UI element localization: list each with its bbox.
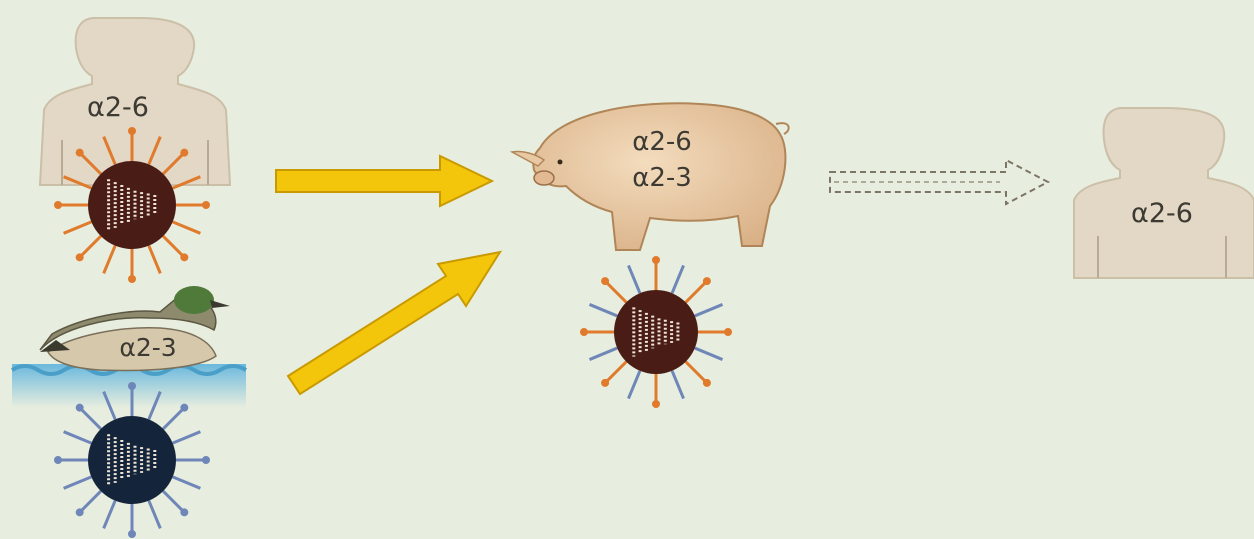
human-source-receptor-label: α2-6 (87, 92, 149, 123)
arrow-duck-to-pig (288, 252, 500, 394)
virus-avian-strain-icon (54, 382, 210, 538)
virus-reassortant-icon (580, 256, 732, 408)
human-target-receptor-label: α2-6 (1131, 198, 1193, 229)
duck-source-receptor-label: α2-3 (119, 333, 176, 362)
virus-human-strain-icon (54, 127, 210, 283)
pig-receptor-label-2: α2-3 (632, 163, 692, 193)
pig-receptor-label-1: α2-6 (632, 127, 692, 157)
arrow-pig-to-human-dashed (830, 160, 1048, 204)
arrow-human-to-pig (276, 156, 492, 206)
human-target-silhouette (1074, 108, 1254, 278)
